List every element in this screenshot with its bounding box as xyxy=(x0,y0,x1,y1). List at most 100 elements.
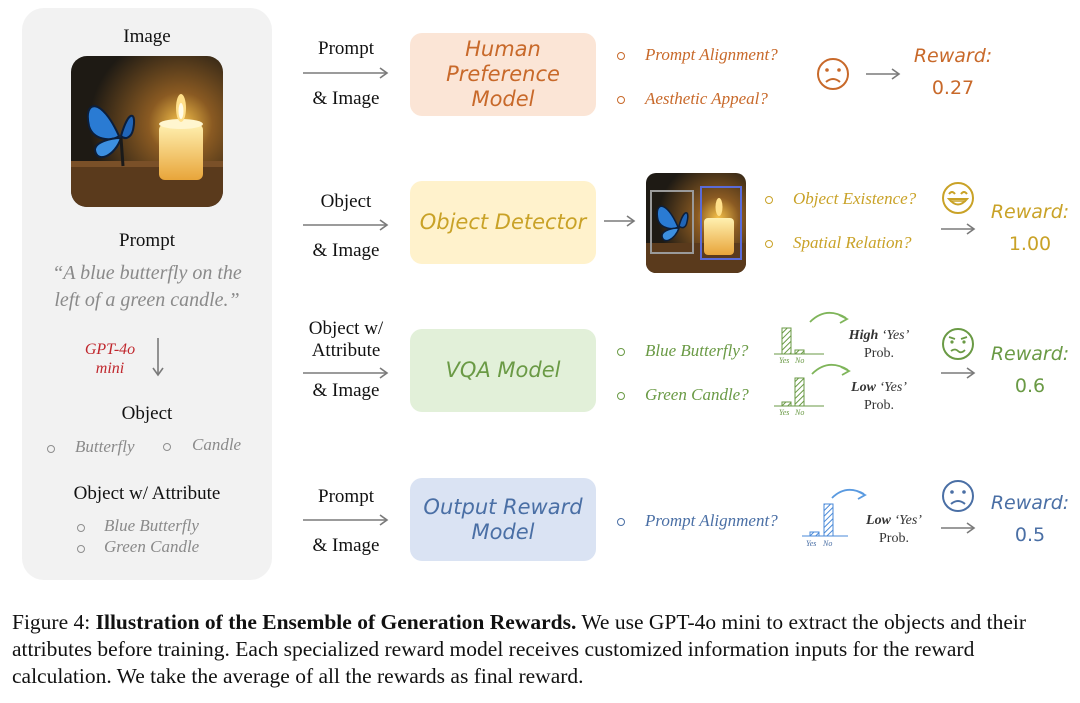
hpm-reward-label: Reward: xyxy=(913,45,993,67)
right-arrow-icon xyxy=(941,522,976,534)
bullet-icon xyxy=(47,445,55,453)
bullet-icon xyxy=(765,240,773,248)
yes-no-histogram-low-blue xyxy=(802,503,848,537)
prob1-line2: Prob. xyxy=(864,346,894,361)
hist1-no: No xyxy=(795,356,805,365)
bullet-icon xyxy=(617,96,625,104)
right-arrow-icon xyxy=(303,514,389,526)
hpm-line1: Human xyxy=(465,37,541,61)
hpm-question-1: Prompt Alignment? xyxy=(645,45,778,64)
bullet-icon xyxy=(765,196,773,204)
row4-input-line1: Prompt xyxy=(318,486,374,507)
prompt-text-line1: “A blue butterfly on the xyxy=(52,262,242,284)
human-preference-model-box: Human Preference Model xyxy=(410,33,596,116)
right-arrow-icon xyxy=(604,215,636,227)
attribute-green-candle: Green Candle xyxy=(104,537,200,556)
bullet-icon xyxy=(617,52,625,60)
detector-reward-label: Reward: xyxy=(990,201,1070,223)
prob1-rest: ‘Yes’ xyxy=(878,328,910,343)
orm-reward-value: 0.5 xyxy=(1014,524,1046,546)
prob2-line2: Prob. xyxy=(864,398,894,413)
hpm-line2: Preference xyxy=(446,62,560,86)
extractor-line2: mini xyxy=(95,360,125,377)
prob-low-yes: Low ‘Yes’ Prob. xyxy=(836,379,922,415)
row2-input-line2: & Image xyxy=(312,240,380,261)
right-arrow-icon xyxy=(941,367,976,379)
row2-input-line1: Object xyxy=(320,191,372,212)
prob-high-yes: High ‘Yes’ Prob. xyxy=(836,327,922,363)
detector-question-2: Spatial Relation? xyxy=(793,233,912,252)
prob2-bold: Low xyxy=(851,380,876,395)
bullet-icon xyxy=(617,392,625,400)
object-candle: Candle xyxy=(192,435,242,454)
vqa-question-1: Blue Butterfly? xyxy=(645,341,749,360)
prob-low-yes-orm: Low ‘Yes’ Prob. xyxy=(851,512,937,548)
vqa-reward-label: Reward: xyxy=(990,343,1070,365)
hpm-reward-value: 0.27 xyxy=(931,77,975,99)
orm-question-1: Prompt Alignment? xyxy=(645,511,778,530)
bullet-icon xyxy=(77,524,85,532)
vqa-reward-value: 0.6 xyxy=(1014,375,1046,397)
object-detector-box: Object Detector xyxy=(410,181,596,264)
curved-arrow-icon xyxy=(831,488,867,500)
hpm-question-2: Aesthetic Appeal? xyxy=(645,89,768,108)
bullet-icon xyxy=(617,518,625,526)
butterfly-candle-image xyxy=(71,56,223,207)
yes-no-histogram-high xyxy=(774,327,824,355)
detection-result-image xyxy=(646,173,746,273)
caption-rest: We use GPT-4o mini to extract the object… xyxy=(12,610,1027,688)
figure-caption: Figure 4: Illustration of the Ensemble o… xyxy=(12,609,1072,690)
right-arrow-icon xyxy=(303,67,389,79)
hist2-yes: Yes xyxy=(779,408,790,417)
right-arrow-icon xyxy=(866,68,901,80)
right-arrow-icon xyxy=(303,219,389,231)
hpm-line3: Model xyxy=(471,87,535,111)
vqa-model-box: VQA Model xyxy=(410,329,596,412)
caption-prefix: Figure 4: xyxy=(12,610,96,634)
bullet-icon xyxy=(617,348,625,356)
prompt-label: Prompt xyxy=(119,230,175,251)
row3-input-line2: Attribute xyxy=(311,340,381,361)
sad-face-icon xyxy=(817,58,849,90)
hist3-no: No xyxy=(823,539,833,548)
image-label: Image xyxy=(123,26,171,47)
caption-bold: Illustration of the Ensemble of Generati… xyxy=(95,610,577,634)
prob3-bold: Low xyxy=(866,513,891,528)
yes-no-histogram-low xyxy=(774,377,824,407)
extractor-label: GPT-4o mini xyxy=(70,340,150,378)
row1-input-line1: Prompt xyxy=(318,38,374,59)
detector-reward-value: 1.00 xyxy=(1008,233,1052,255)
object-label: Object xyxy=(121,403,173,424)
orm-line1: Output Reward xyxy=(423,494,583,519)
attribute-label: Object w/ Attribute xyxy=(73,483,221,504)
object-butterfly: Butterfly xyxy=(75,437,135,456)
bullet-icon xyxy=(163,443,171,451)
prob3-rest: ‘Yes’ xyxy=(890,513,922,528)
orm-reward-label: Reward: xyxy=(990,492,1070,514)
row4-input-line2: & Image xyxy=(312,535,380,556)
bullet-icon xyxy=(77,545,85,553)
prompt-text-line2: left of a green candle.” xyxy=(54,289,240,311)
right-arrow-icon xyxy=(941,223,976,235)
vqa-question-2: Green Candle? xyxy=(645,385,749,404)
right-arrow-icon xyxy=(303,367,389,379)
detector-question-1: Object Existence? xyxy=(793,189,917,208)
curved-arrow-icon xyxy=(809,312,849,324)
hist2-no: No xyxy=(795,408,805,417)
orm-line2: Model xyxy=(471,519,535,544)
hist3-yes: Yes xyxy=(806,539,817,548)
attribute-blue-butterfly: Blue Butterfly xyxy=(104,516,199,535)
sad-face-icon xyxy=(942,480,974,512)
detector-label: Object Detector xyxy=(419,210,587,234)
vqa-label: VQA Model xyxy=(445,358,561,382)
down-arrow-icon xyxy=(152,338,164,377)
curved-arrow-icon xyxy=(811,364,851,376)
extractor-line1: GPT-4o xyxy=(84,341,136,358)
prob2-rest: ‘Yes’ xyxy=(875,380,907,395)
prob1-bold: High xyxy=(848,328,879,343)
row1-input-line2: & Image xyxy=(312,88,380,109)
row3-input-line1: Object w/ xyxy=(308,318,384,339)
grin-face-icon xyxy=(942,182,974,214)
prob3-line2: Prob. xyxy=(879,531,909,546)
confused-face-icon xyxy=(942,328,974,360)
